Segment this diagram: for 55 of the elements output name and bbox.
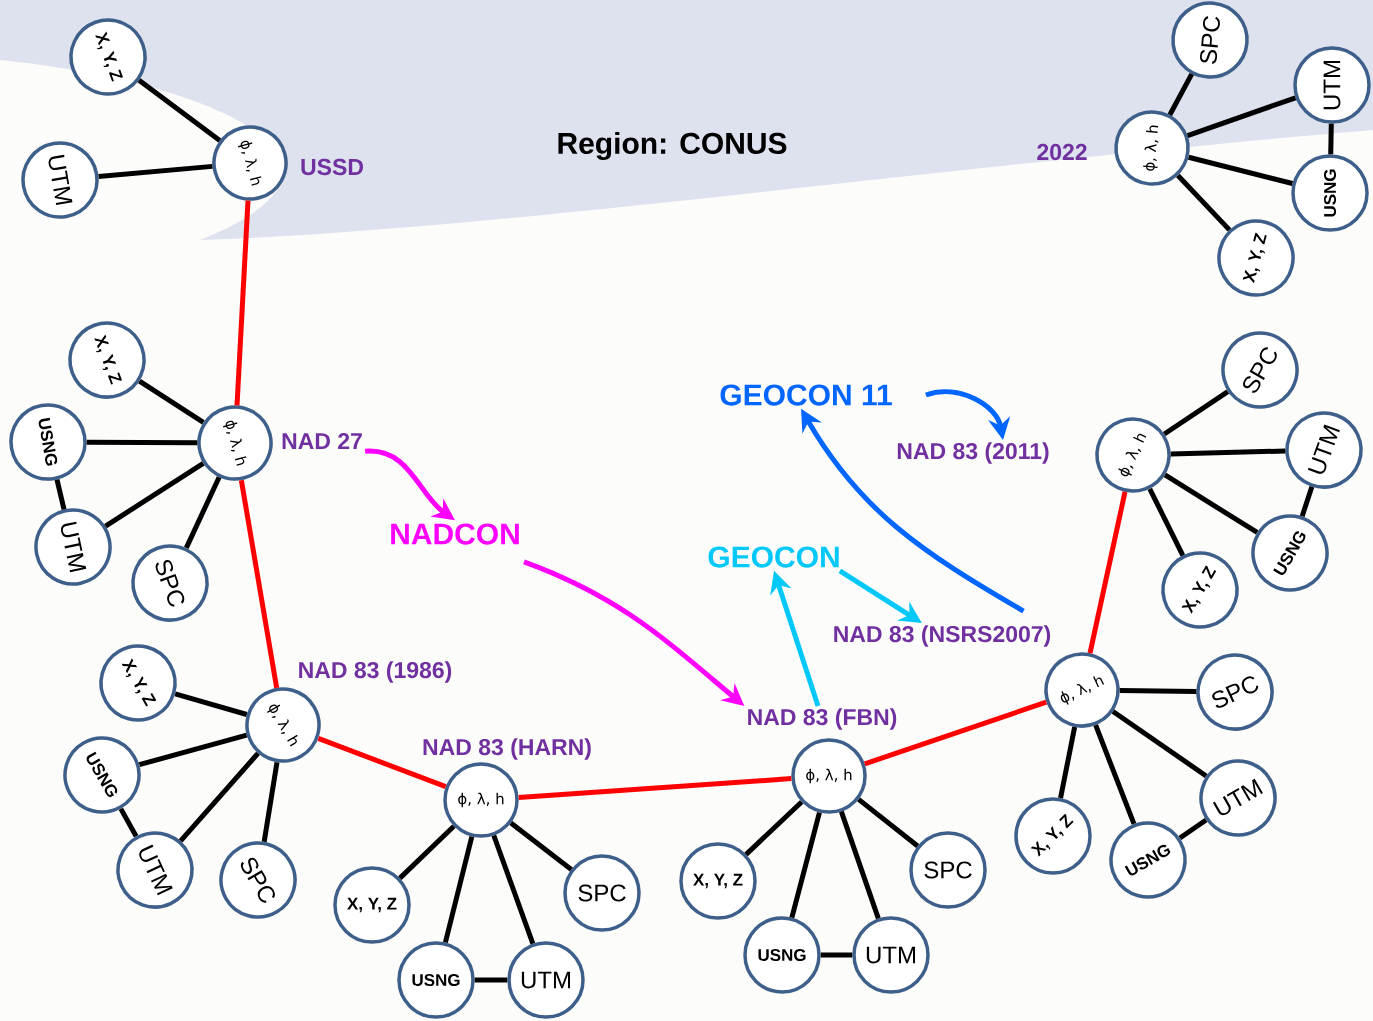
connector-line	[1163, 389, 1230, 437]
datum-label: NAD 83 (FBN)	[748, 708, 897, 730]
connector-line	[1167, 72, 1194, 116]
datum-label: NAD 83 (HARN)	[423, 738, 591, 760]
connector-line	[317, 736, 447, 789]
connector-line	[1093, 724, 1137, 825]
connector-line	[238, 479, 280, 689]
connector-line	[98, 163, 213, 180]
connector-line	[1058, 726, 1078, 799]
connector-line	[1328, 123, 1334, 155]
transformation-label: GEOCON 11	[720, 384, 892, 406]
connector-line	[184, 476, 222, 549]
datum-label: NAD 83 (NSRS2007)	[834, 625, 1051, 647]
datum-label: USSD	[301, 158, 363, 176]
connector-line	[491, 834, 536, 945]
connector-line	[863, 699, 1048, 767]
connector-line	[518, 776, 792, 800]
connector-line	[509, 821, 573, 872]
datum-label: NAD 83 (1986)	[299, 661, 452, 683]
connector-line	[1163, 472, 1259, 535]
connector-line	[744, 800, 804, 857]
connector-line	[1186, 95, 1297, 138]
connector-line	[1188, 154, 1294, 186]
connector-line	[261, 761, 280, 843]
connector-line	[1178, 817, 1208, 841]
connector-line	[86, 439, 198, 446]
connector-line	[839, 810, 881, 920]
transformation-label: GEOCON	[708, 546, 839, 568]
title: Region: CONUS	[558, 131, 787, 161]
connector-line	[1176, 173, 1232, 232]
connector-line	[137, 78, 222, 143]
transformation-label: NADCON	[391, 523, 519, 545]
datum-label: NAD 83 (2011)	[897, 442, 1049, 464]
connector-line	[398, 824, 456, 880]
connector-line	[1170, 448, 1286, 457]
connector-line	[1147, 487, 1186, 557]
datum-label: 2022	[1037, 143, 1087, 161]
connector-line	[789, 811, 822, 919]
connector-line	[178, 751, 260, 843]
connector-line	[1087, 491, 1128, 654]
connector-line	[857, 797, 920, 848]
connector-line	[234, 200, 251, 406]
connector-line	[138, 379, 205, 425]
connector-line	[474, 977, 508, 983]
connector-line	[118, 807, 139, 838]
connector-line	[104, 461, 205, 529]
connector-line	[138, 732, 248, 768]
connector-line	[54, 479, 67, 510]
connector-line	[820, 952, 853, 958]
connector-line	[1299, 486, 1315, 517]
datum-label: NAD 27	[282, 433, 362, 450]
connector-line	[1111, 709, 1208, 778]
connector-line	[1119, 688, 1197, 694]
connector-line	[174, 691, 248, 717]
connector-line	[442, 836, 475, 944]
